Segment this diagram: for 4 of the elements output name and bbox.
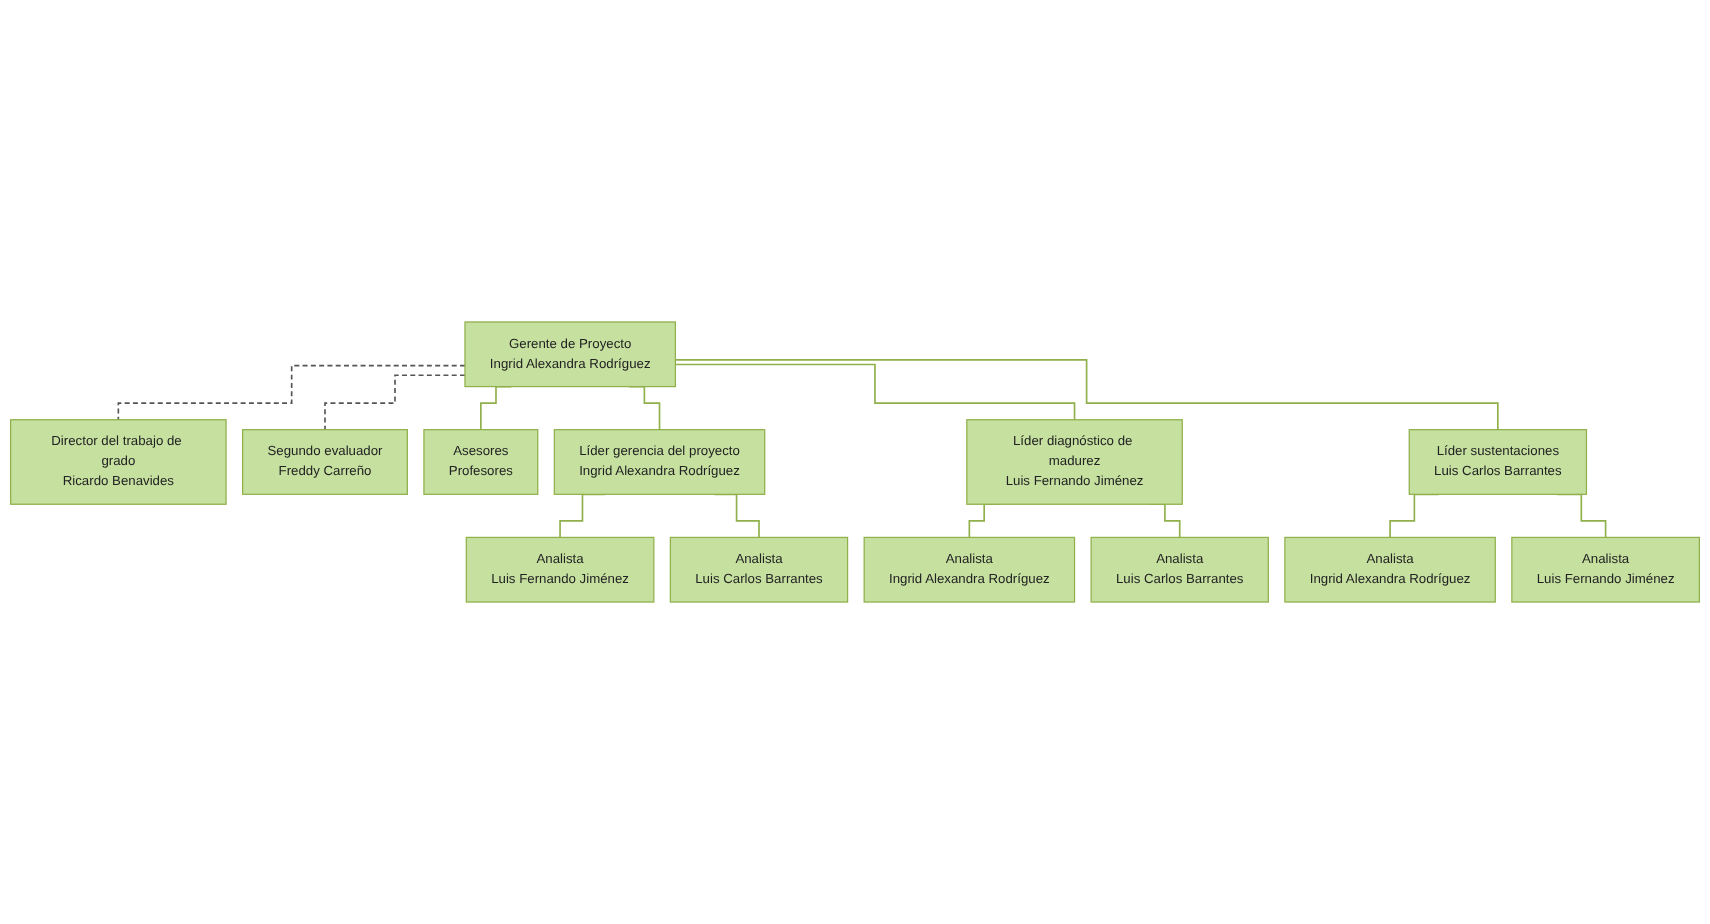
connector — [674, 359, 1499, 431]
connector — [117, 364, 466, 421]
connector — [674, 363, 1076, 421]
connector — [324, 374, 466, 431]
